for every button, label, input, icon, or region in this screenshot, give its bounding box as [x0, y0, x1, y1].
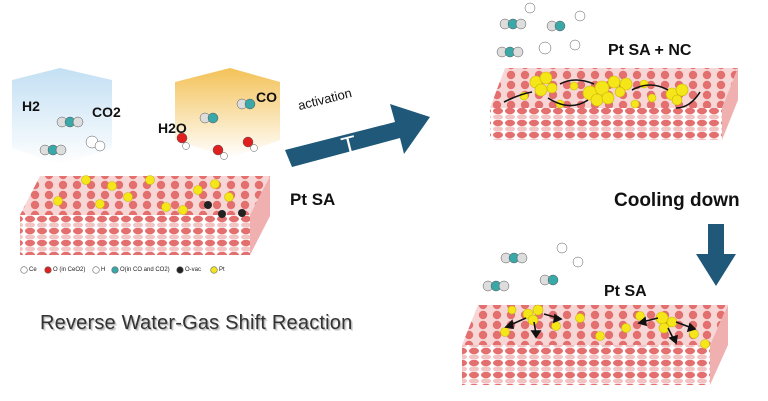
h2o-co-gas-box	[175, 68, 280, 158]
legend-ce: Ce	[29, 267, 37, 273]
legend-o-ceo2: O (in CeO2)	[53, 267, 86, 273]
legend-o-vac: O-vac	[185, 267, 202, 273]
left-o-vacancies	[204, 201, 246, 218]
redispersion-arrows	[504, 313, 697, 345]
bottom-right-catalyst-slab	[462, 305, 728, 385]
h2o-label: H2O	[158, 120, 187, 136]
gas-molecules-left	[39, 98, 258, 160]
left-pt-atoms	[53, 175, 234, 215]
cooling-down-label: Cooling down	[614, 190, 740, 211]
gas-molecules-top-right	[496, 2, 586, 58]
activation-arrow	[285, 104, 430, 167]
diagram-title: Reverse Water-Gas Shift Reaction	[40, 312, 353, 334]
cooling-arrow	[696, 224, 736, 286]
pt-sa-nc-label: Pt SA + NC	[608, 42, 692, 59]
gas-molecules-bottom-right	[482, 242, 584, 292]
pt-sa-middle-label: Pt SA	[290, 190, 336, 209]
pt-sa-bottom-label: Pt SA	[604, 283, 647, 300]
co-label: CO	[256, 89, 277, 105]
legend-markers	[20, 266, 218, 274]
pt-nanoclusters	[519, 71, 689, 109]
co2-label: CO2	[92, 104, 121, 120]
legend-o-co: O(in CO and CO2)	[120, 267, 170, 273]
legend-pt: Pt	[219, 267, 225, 273]
sintering-arrows	[503, 79, 701, 109]
left-catalyst-slab	[20, 176, 270, 255]
bottom-pt-atoms	[500, 304, 710, 349]
h2-label: H2	[22, 98, 40, 114]
legend-h: H	[101, 267, 106, 273]
